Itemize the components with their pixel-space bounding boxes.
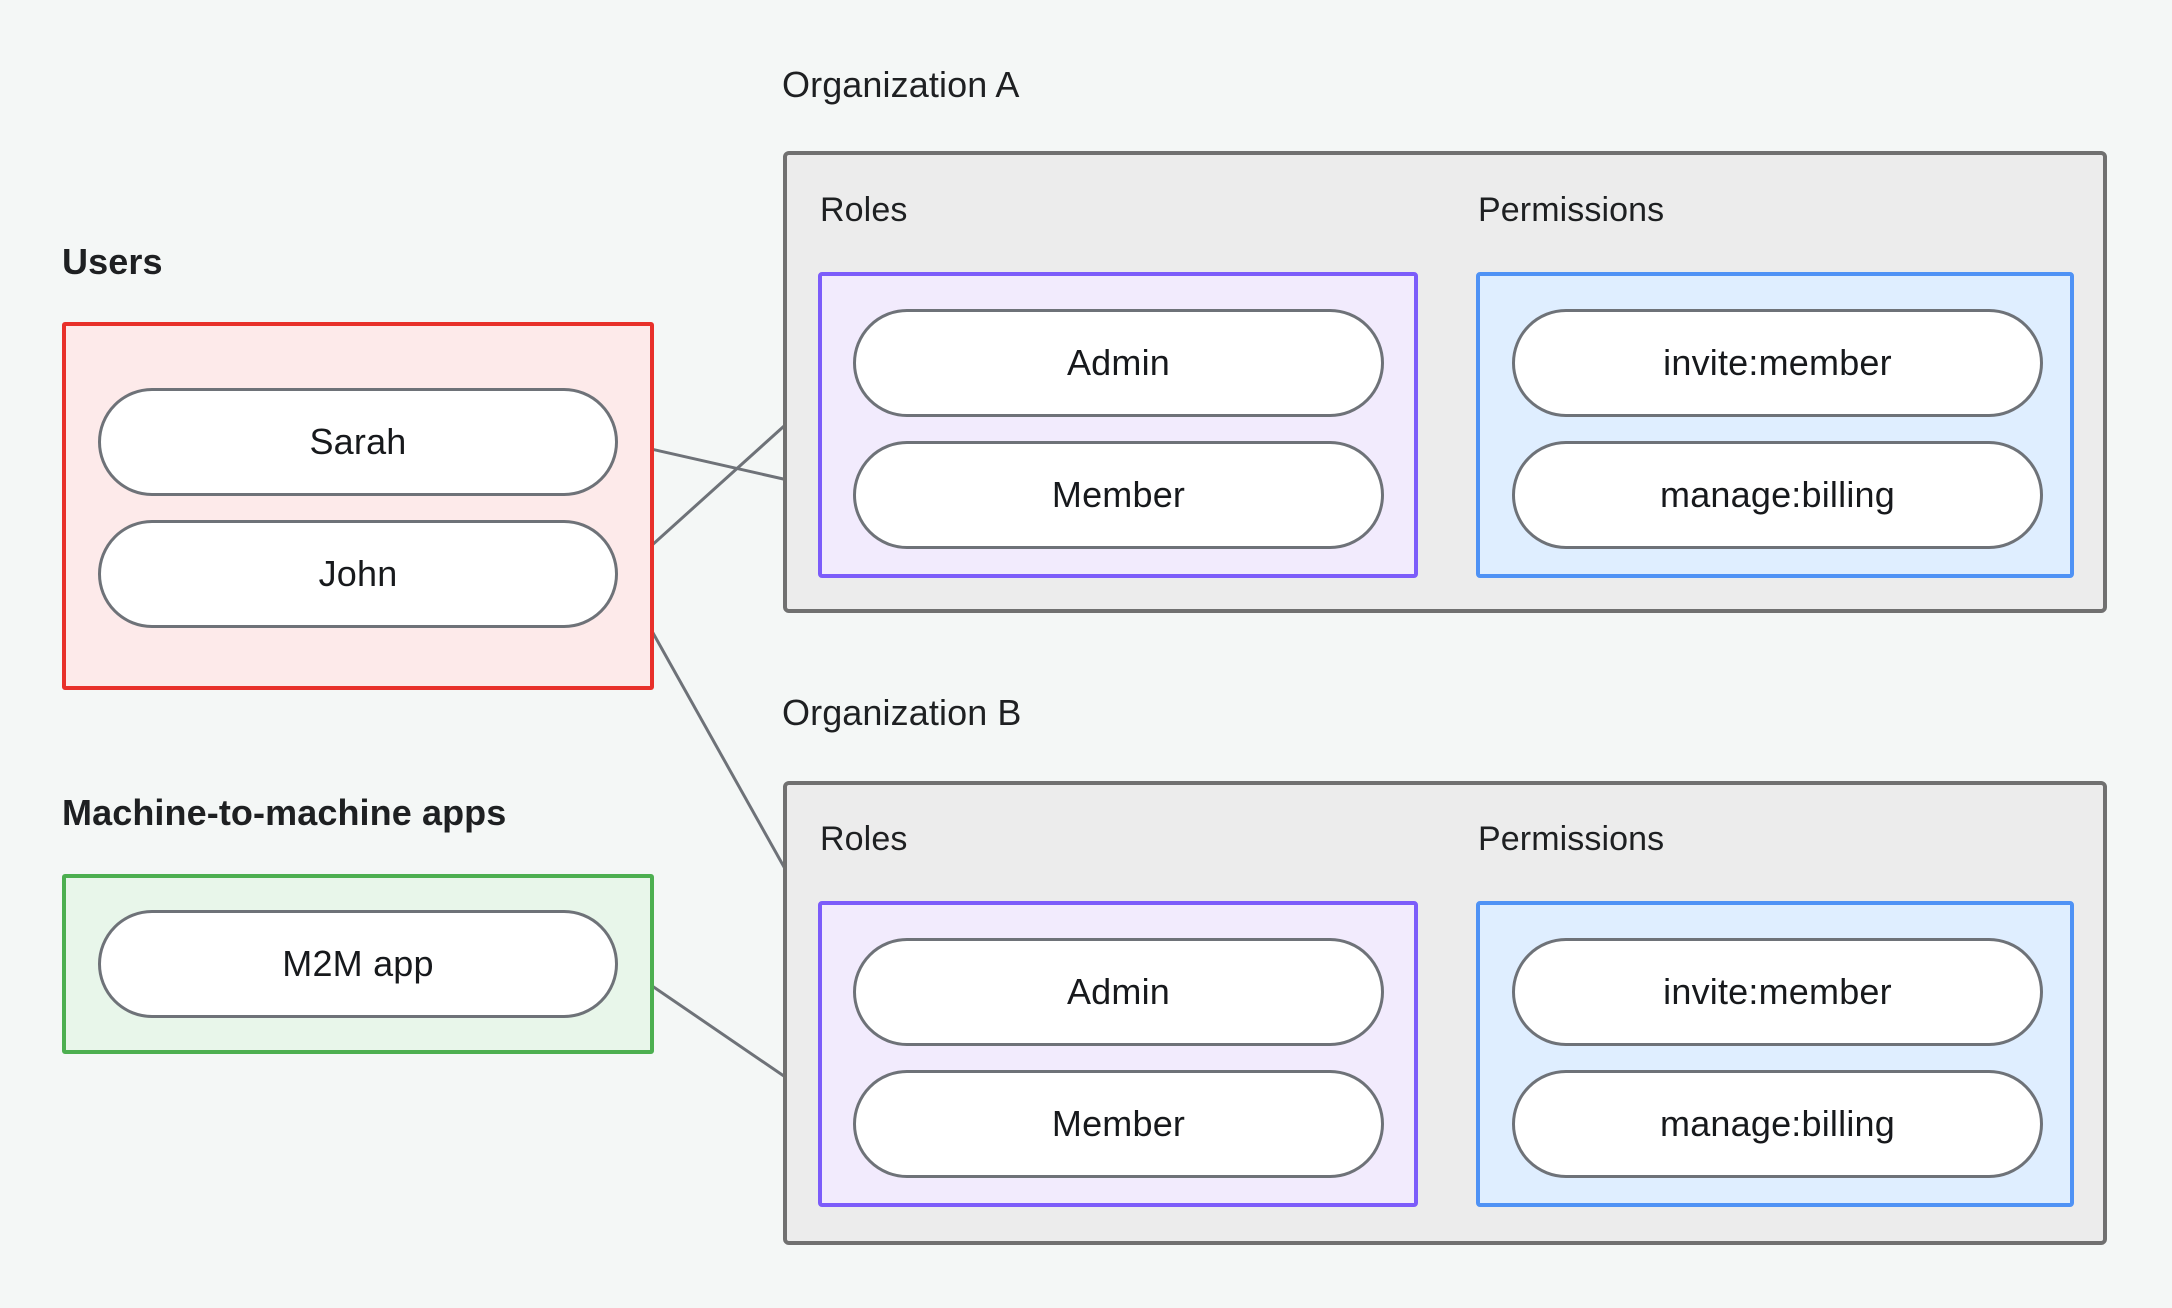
m2m-section-title: Machine-to-machine apps — [62, 792, 507, 833]
node-org-b-role-member[interactable]: Member — [853, 1070, 1384, 1178]
org-b-permissions-title: Permissions — [1478, 820, 1665, 858]
org-a-title: Organization A — [782, 64, 1020, 105]
node-m2m-app[interactable]: M2M app — [98, 910, 618, 1018]
node-org-a-role-admin[interactable]: Admin — [853, 309, 1384, 417]
org-a-roles-title: Roles — [820, 191, 908, 229]
node-org-b-permission-manage-billing[interactable]: manage:billing — [1512, 1070, 2043, 1178]
users-group-box — [62, 322, 654, 690]
node-user-john[interactable]: John — [98, 520, 618, 628]
node-user-sarah[interactable]: Sarah — [98, 388, 618, 496]
org-b-title: Organization B — [782, 692, 1022, 733]
node-org-a-permission-invite-member[interactable]: invite:member — [1512, 309, 2043, 417]
node-org-a-permission-manage-billing[interactable]: manage:billing — [1512, 441, 2043, 549]
users-section-title: Users — [62, 241, 163, 282]
node-org-b-permission-invite-member[interactable]: invite:member — [1512, 938, 2043, 1046]
node-org-a-role-member[interactable]: Member — [853, 441, 1384, 549]
node-org-b-role-admin[interactable]: Admin — [853, 938, 1384, 1046]
org-a-permissions-title: Permissions — [1478, 191, 1665, 229]
org-b-roles-title: Roles — [820, 820, 908, 858]
